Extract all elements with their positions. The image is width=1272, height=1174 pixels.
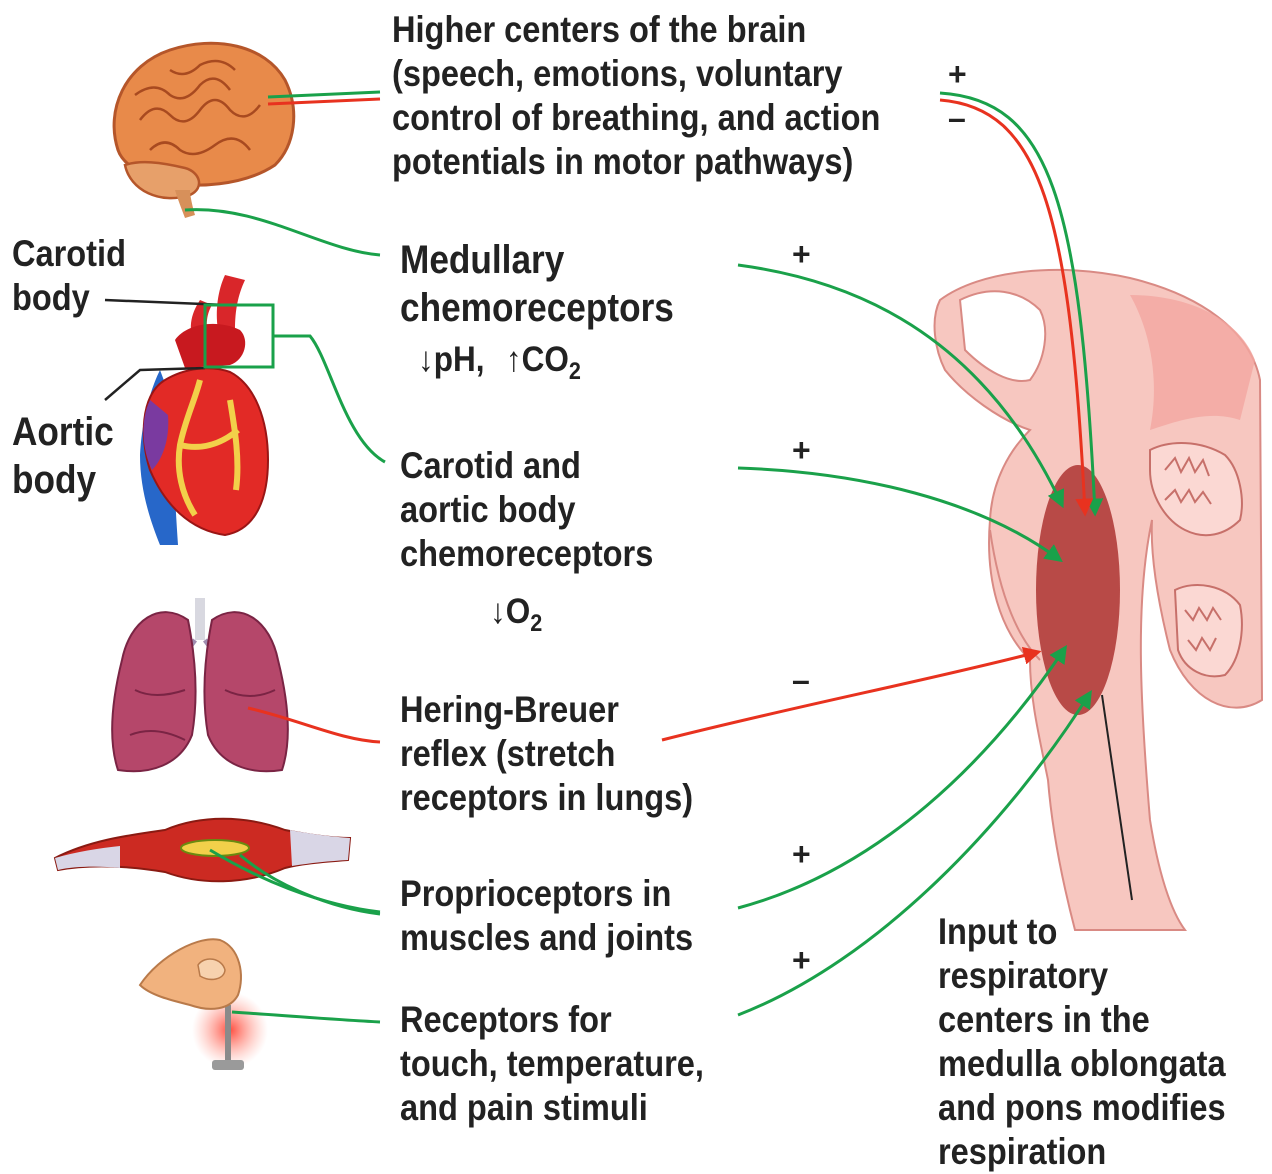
aortic-body-label: Aortic body (12, 408, 114, 504)
hering-breuer-sign: – (792, 664, 810, 696)
finger-on-tack-icon (140, 939, 268, 1070)
connector-lines (185, 92, 385, 1022)
lungs-icon (112, 598, 288, 771)
co2-subscript: 2 (569, 358, 581, 385)
hering-breuer-label: Hering-Breuer reflex (stretch receptors … (400, 688, 693, 820)
carotid-aortic-sign: + (792, 434, 811, 466)
medullary-sign: + (792, 238, 811, 270)
muscle-icon (55, 819, 350, 882)
o2-stimulus: ↓O2 (490, 592, 542, 636)
respiratory-control-diagram: Higher centers of the brain (speech, emo… (0, 0, 1272, 1128)
medullary-chemoreceptors-label: Medullary chemoreceptors (400, 236, 674, 332)
carotid-aortic-chemoreceptors-label: Carotid and aortic body chemoreceptors (400, 444, 653, 576)
higher-centers-plus-sign: + (948, 58, 967, 90)
co2-stimulus: ↑CO (506, 340, 569, 379)
brainstem-icon (935, 270, 1262, 930)
brain-icon (114, 43, 294, 218)
respiratory-center-region (1036, 465, 1120, 715)
carotid-body-label: Carotid body (12, 232, 126, 320)
medullary-stimulus: ↓pH, ↑CO2 (418, 340, 581, 384)
higher-centers-minus-sign: – (948, 102, 966, 134)
proprioceptors-label: Proprioceptors in muscles and joints (400, 872, 693, 960)
ph-stimulus: ↓pH, (418, 340, 485, 379)
output-label: Input to respiratory centers in the medu… (938, 910, 1232, 1174)
o2-stimulus-text: ↓O (490, 592, 530, 631)
touch-receptors-sign: + (792, 944, 811, 976)
proprioceptors-sign: + (792, 838, 811, 870)
higher-centers-label: Higher centers of the brain (speech, emo… (392, 8, 880, 184)
o2-subscript: 2 (530, 610, 542, 637)
touch-receptors-label: Receptors for touch, temperature, and pa… (400, 998, 704, 1130)
